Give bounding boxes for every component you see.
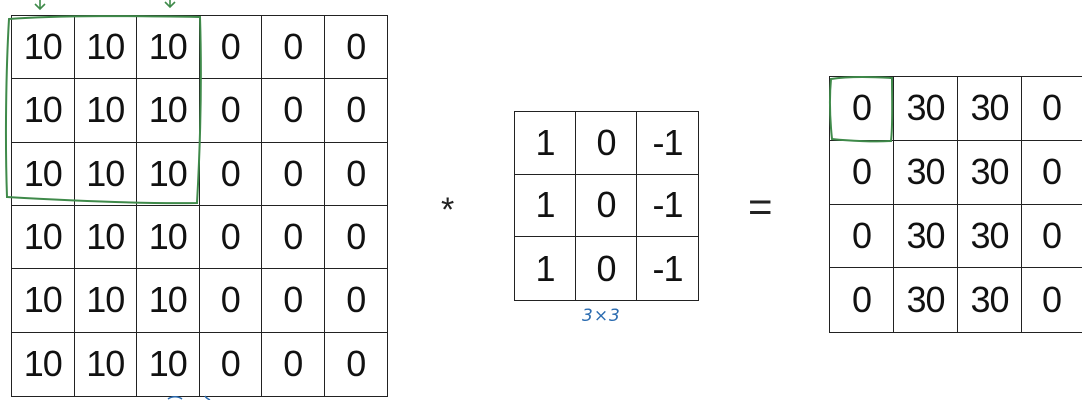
filter-cell: -1 [652,247,683,289]
input-cell: 0 [262,142,325,206]
input-cell: 10 [74,16,137,80]
output-cell: 0 [1022,77,1082,141]
filter-cell: 1 [515,237,576,300]
filter-cell: -1 [637,175,698,238]
input-cell: 0 [262,269,325,333]
input-cell: 0 [262,332,325,396]
input-cell: 10 [74,142,137,206]
output-cell: 0 [1022,205,1082,269]
output-cell: 30 [958,77,1022,141]
filter-cell: -1 [637,112,698,175]
input-cell: 10 [12,205,75,270]
input-cell: 0 [324,16,387,80]
input-cell: 10 [137,142,200,206]
input-cell: 0 [324,143,387,206]
input-cell: 0 [262,205,325,270]
output-cell: 30 [894,140,958,205]
input-cell: 10 [74,205,137,270]
output-cell: 0 [830,140,894,205]
input-cell: 0 [324,269,387,333]
arrow-mark-right [164,0,176,9]
arrow-mark-left [34,0,46,11]
output-cell: 0 [1042,279,1062,321]
output-cell: 30 [958,204,1022,269]
filter-cell: 0 [576,112,637,175]
input-cell: 0 [262,16,325,80]
output-cell: 0 [830,204,894,269]
input-cell: 0 [199,16,262,80]
input-cell: 0 [199,79,262,143]
input-cell: 0 [324,206,387,270]
input-cell: 10 [12,16,75,80]
output-cell: 30 [894,204,958,269]
input-cell: 10 [137,332,200,396]
filter-cell: 1 [515,112,576,175]
input-cell: 0 [262,79,325,143]
output-cell: 30 [958,268,1022,332]
input-cell: 0 [200,332,262,396]
input-cell: 10 [137,79,200,143]
output-cell: 0 [830,268,894,332]
input-cell: 10 [137,269,200,333]
filter-cell: 0 [576,174,637,238]
input-cell: 10 [74,269,137,333]
input-cell: 10 [12,269,75,333]
input-cell: 10 [12,79,75,143]
input-cell: 0 [199,269,262,333]
input-cell: 10 [74,79,137,143]
input-cell: 10 [12,142,75,206]
output-cell: 30 [894,268,958,332]
output-cell: 0 [1022,141,1082,205]
filter-cell: 0 [576,237,637,300]
output-cell: 30 [894,77,958,141]
equals-operator: = [748,183,773,230]
convolution-operator: * [441,191,455,229]
input-cell: 0 [324,79,387,143]
input-cell: 0 [199,142,262,206]
output-cell: 30 [958,140,1022,205]
filter-cell: 1 [515,174,576,238]
filter-size-note: 3×3 [582,306,621,326]
input-cell: 10 [137,16,200,80]
input-cell: 0 [199,205,262,270]
input-cell: 10 [75,332,137,396]
input-cell: 0 [346,343,366,385]
input-cell: 10 [137,205,200,270]
output-cell: 0 [830,77,894,141]
input-cell: 10 [12,332,75,396]
